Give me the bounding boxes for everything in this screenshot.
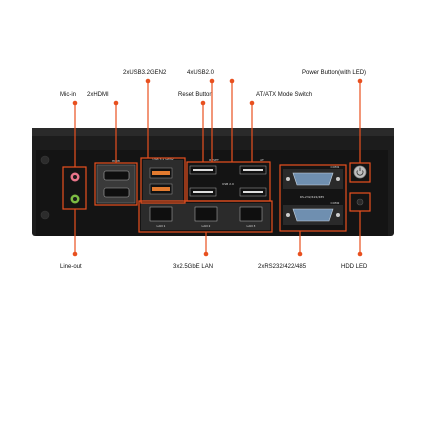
lan2-panel-text: LAN 2	[202, 224, 211, 228]
com2-panel-text: COM2	[331, 201, 340, 205]
com-ports: COM1 RS-232/422/485 COM2	[283, 165, 343, 225]
label-lan: 3x2.5GbE LAN	[173, 264, 214, 270]
usb32-ports: USB 3.2 GEN2	[143, 157, 183, 201]
reset-panel-text: RESET	[209, 158, 219, 162]
lan-port-icon	[239, 206, 263, 222]
callouts	[62, 80, 371, 254]
lan-port-icon	[149, 206, 173, 222]
label-atx: AT/ATX Mode Switch	[256, 92, 313, 98]
label-usb20: 4xUSB2.0	[187, 70, 215, 76]
hdd-led-icon	[356, 198, 364, 206]
label-rs: 2xRS232/422/485	[258, 264, 307, 270]
label-mic: Mic-in	[60, 92, 76, 98]
lan-port-icon	[194, 206, 218, 222]
usb20-ports: USB 2.0 RESET AT	[189, 158, 267, 197]
lan-ports: LAN 1 LAN 2 LAN 3	[141, 203, 270, 230]
hdmi-port-icon	[103, 187, 130, 198]
lan1-panel-text: LAN 1	[157, 224, 166, 228]
screw-icon	[40, 210, 50, 220]
db9-port-icon	[292, 208, 334, 222]
hdmi-ports: HDMI	[96, 159, 136, 204]
label-usb32: 2xUSB3.2GEN2	[123, 70, 167, 76]
db9-port-icon	[292, 172, 334, 186]
usb20-panel-text: USB 2.0	[222, 182, 234, 186]
rs-panel-text: RS-232/422/485	[300, 195, 324, 199]
label-power: Power Button(with LED)	[302, 70, 367, 76]
hdmi-port-icon	[103, 170, 130, 181]
label-reset: Reset Button	[178, 92, 213, 98]
label-hdd: HDD LED	[341, 264, 368, 270]
audio-jacks	[70, 172, 80, 204]
lan3-panel-text: LAN 3	[247, 224, 256, 228]
usb32-panel-text: USB 3.2 GEN2	[152, 157, 173, 161]
label-hdmi: 2xHDMI	[87, 92, 109, 98]
callout-dots	[72, 78, 363, 257]
screw-icon	[40, 155, 50, 165]
power-and-led	[353, 165, 367, 206]
label-lineout: Line-out	[60, 264, 82, 270]
power-button-icon	[353, 165, 367, 179]
com1-panel-text: COM1	[331, 165, 340, 169]
at-panel-text: AT	[260, 158, 264, 162]
